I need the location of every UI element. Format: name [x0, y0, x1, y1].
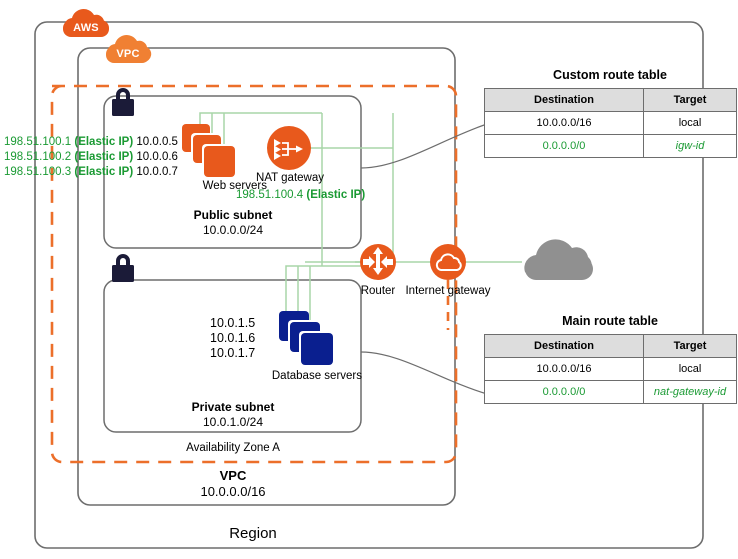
region-frame: [34, 21, 704, 549]
custom-route-table: Destination Target 10.0.0.0/16 local 0.0…: [484, 88, 737, 158]
table-header-row: Destination Target: [484, 334, 737, 358]
nat-gateway-label: NAT gateway: [256, 172, 324, 184]
internet-gateway-icon: [430, 244, 466, 280]
database-server-ip: 10.0.1.5: [210, 316, 256, 330]
cell-destination: 0.0.0.0/0: [484, 134, 644, 158]
web-servers-icon: [182, 124, 235, 177]
column-header-target: Target: [643, 88, 737, 112]
region-label: Region: [229, 525, 277, 542]
public-subnet-label: Public subnet: [193, 208, 273, 222]
cell-destination: 10.0.0.0/16: [484, 111, 644, 135]
cell-target: nat-gateway-id: [643, 380, 737, 404]
vpc-badge-icon: [106, 35, 152, 63]
cell-destination: 0.0.0.0/0: [484, 380, 644, 404]
public-subnet-padlock-icon: [112, 88, 134, 116]
main-route-table-title: Main route table: [562, 314, 658, 328]
private-subnet-padlock-icon: [112, 254, 134, 282]
cell-target: local: [643, 111, 737, 135]
database-server-ip: 10.0.1.7: [210, 346, 256, 360]
database-server-ip: 10.0.1.6: [210, 331, 256, 345]
private-subnet-cidr: 10.0.1.0/24: [202, 415, 264, 429]
table-row[interactable]: 10.0.0.0/16 local: [484, 357, 737, 381]
public-subnet-frame: [103, 95, 362, 249]
cell-target: igw-id: [643, 134, 737, 158]
table-row[interactable]: 0.0.0.0/0 nat-gateway-id: [484, 380, 737, 404]
custom-route-table-title: Custom route table: [553, 68, 667, 82]
router-icon: [360, 244, 396, 280]
availability-zone-frame: [50, 84, 458, 464]
availability-zone-label: Availability Zone A: [186, 442, 280, 454]
vpc-badge-label: VPC: [116, 48, 140, 60]
database-servers-icon: [279, 311, 333, 365]
web-server-ip-row: 198.51.100.1 (Elastic IP) 10.0.0.5: [4, 136, 178, 148]
nat-gateway-icon: [267, 126, 311, 170]
column-header-destination: Destination: [484, 88, 644, 112]
cell-destination: 10.0.0.0/16: [484, 357, 644, 381]
database-servers-label: Database servers: [271, 370, 362, 382]
web-server-ip-list: 198.51.100.1 (Elastic IP) 10.0.0.5 198.5…: [4, 136, 178, 179]
aws-badge-icon: [63, 9, 109, 37]
table-header-row: Destination Target: [484, 88, 737, 112]
private-subnet-frame: [103, 279, 362, 433]
table-row[interactable]: 10.0.0.0/16 local: [484, 111, 737, 135]
router-label: Router: [360, 285, 396, 297]
column-header-target: Target: [643, 334, 737, 358]
database-server-ip-list: 10.0.1.5 10.0.1.6 10.0.1.7: [210, 316, 255, 360]
public-subnet-to-custom-route-table-connector: [360, 123, 488, 169]
aws-badge-label: AWS: [73, 22, 99, 34]
main-route-table: Destination Target 10.0.0.0/16 local 0.0…: [484, 334, 737, 404]
vpc-cidr-label: 10.0.0.0/16: [200, 484, 266, 499]
web-server-ip-row: 198.51.100.2 (Elastic IP) 10.0.0.6: [4, 150, 178, 163]
internet-gateway-label: Internet gateway: [405, 285, 491, 297]
column-header-destination: Destination: [484, 334, 644, 358]
private-subnet-label: Private subnet: [191, 400, 275, 414]
vpc-label: VPC: [219, 468, 247, 483]
web-servers-label: Web servers: [202, 180, 267, 192]
cell-target: local: [643, 357, 737, 381]
table-row[interactable]: 0.0.0.0/0 igw-id: [484, 134, 737, 158]
web-server-ip-row: 198.51.100.3 (Elastic IP) 10.0.0.7: [4, 165, 178, 178]
private-subnet-to-main-route-table-connector: [360, 351, 488, 395]
nat-gateway-elastic-ip: 198.51.100.4 (Elastic IP): [236, 189, 366, 201]
internet-cloud-icon: [524, 239, 593, 280]
public-subnet-cidr: 10.0.0.0/24: [202, 223, 264, 237]
